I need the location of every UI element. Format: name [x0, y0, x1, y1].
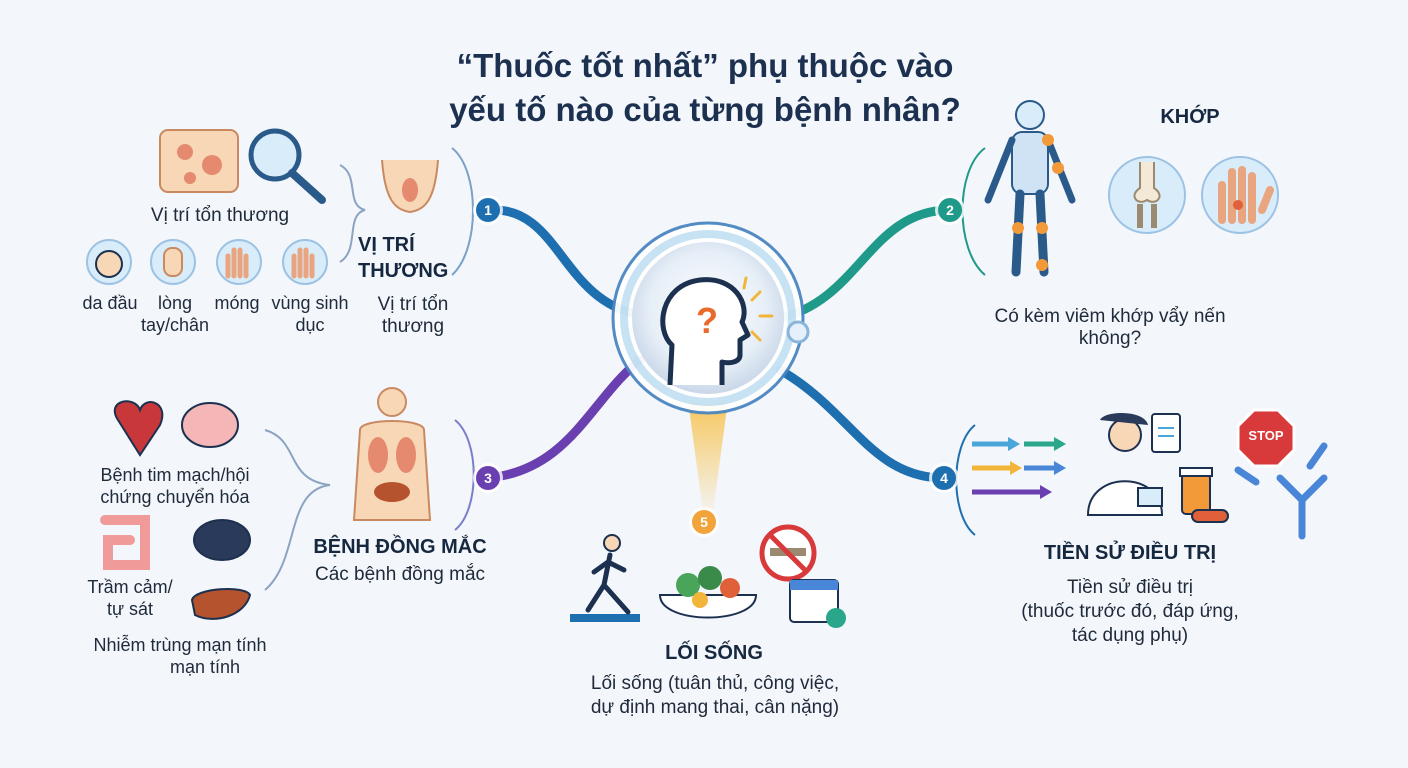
pill-bottle-icon: [1179, 467, 1229, 523]
branch2-heading: KHỚP: [1160, 106, 1220, 128]
comorbidity-cardio: Bệnh tim mạch/hội chứng chuyển hóa: [100, 465, 250, 507]
branch2-connector: [775, 205, 955, 323]
branch3-connector: [483, 355, 645, 483]
skin-lesion-icon: [159, 129, 239, 193]
site-label-nails: móng: [214, 293, 260, 313]
hand-joint-icon: [1201, 156, 1279, 234]
branch3-heading: BỆNH ĐỒNG MẮC: [313, 536, 487, 558]
branch4-subtitle: Tiền sử điều trị (thuốc trước đó, đáp ứn…: [1021, 577, 1239, 646]
branch4-heading: TIỀN SỬ ĐIỀU TRỊ: [1043, 542, 1217, 564]
center-side-knob: [786, 320, 810, 344]
skeleton-icon: [984, 100, 1076, 277]
magnifier-icon: [248, 128, 326, 204]
comorbidity-depression: Trầm cảm/ tự sát: [87, 577, 173, 619]
branch5-heading: LỐI SỐNG: [665, 642, 763, 664]
brace-branch3: [264, 429, 331, 591]
site-label-palms: lòng tay/chân: [140, 293, 210, 335]
arc-left-bottom: [454, 419, 475, 531]
stop-sign-text: STOP: [1248, 428, 1284, 443]
salad-bowl-icon: [658, 566, 758, 619]
site-label-scalp: da đầu: [82, 293, 138, 313]
torso-genital-icon: [381, 159, 439, 214]
branch5-subtitle: Lối sống (tuân thủ, công việc, dự định m…: [590, 673, 840, 718]
branch3-badge: 3: [476, 466, 500, 490]
title-line1: “Thuốc tốt nhất” phụ thuộc vào: [456, 47, 954, 84]
branch1-badge: 1: [476, 198, 500, 222]
comorbidity-infection: Nhiễm trùng mạn tính mạn tính: [93, 635, 267, 677]
title-line2: yếu tố nào của từng bệnh nhân?: [449, 91, 961, 128]
center-glow-ring: [620, 230, 796, 406]
antibody-icon: [1234, 442, 1328, 540]
stop-sign-icon: [1236, 408, 1296, 468]
branch2-question: Có kèm viêm khớp vẩy nến không?: [994, 306, 1226, 349]
doctor-icon: [1086, 413, 1164, 516]
heart-icon: [113, 400, 164, 457]
arc-right-top: [961, 147, 986, 276]
page-title: “Thuốc tốt nhất” phụ thuộc vào yếu tố nà…: [360, 44, 1050, 132]
calendar-check-icon: [789, 579, 846, 628]
branch4-badge: 4: [932, 466, 956, 490]
brain-icon: [181, 402, 239, 448]
branch4-connector: [775, 365, 945, 483]
head-question-icon: [660, 277, 751, 386]
intestine-icon: [100, 515, 150, 570]
clipboard-icon: [1151, 413, 1181, 453]
arc-right-bottom: [955, 424, 976, 536]
brace-branch1: [339, 164, 366, 263]
branch5-badge: 5: [692, 510, 716, 534]
branch5-beam: [688, 400, 728, 520]
knee-joint-icon: [1108, 156, 1186, 234]
cloud-depression-icon: [193, 519, 251, 561]
arrows-icon: [972, 437, 1066, 499]
body-organs-icon: [352, 387, 432, 521]
idea-rays-icon: [742, 276, 774, 342]
branch3-subtitle: Các bệnh đồng mắc: [314, 564, 486, 585]
question-mark: ?: [696, 300, 718, 341]
lesion-site-label: Vị trí tổn thương: [150, 205, 290, 226]
site-label-genital: vùng sinh dục: [271, 293, 349, 335]
no-smoking-icon: [759, 524, 817, 582]
runner-icon: [570, 534, 640, 622]
site-icons: [86, 239, 328, 285]
branch2-badge: 2: [938, 198, 962, 222]
arc-left-top: [451, 147, 474, 276]
branch1-heading: VỊ TRÍ THƯƠNG: [358, 234, 449, 282]
branch1-subtitle: Vị trí tổn thương: [377, 294, 449, 337]
liver-icon: [190, 588, 252, 620]
